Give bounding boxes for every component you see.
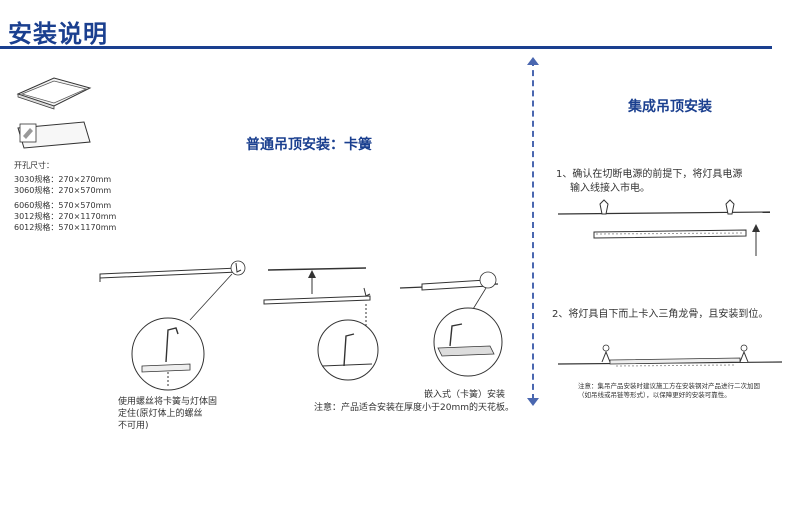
integrated-note: 注意：集吊产品安装时建议施工方在安装钢对产品进行二次加固 （如吊线或吊链等形式）… — [578, 382, 760, 400]
power-connection-diagram — [557, 199, 771, 256]
ceiling-clip-heading: 普通吊顶安装：卡簧 — [246, 137, 372, 153]
step-2: 2、将灯具自下而上卡入三角龙骨，且安装到位。 — [552, 309, 769, 320]
integrated-ceiling-heading: 集成吊顶安装 — [628, 99, 712, 115]
caption-line: 不可用) — [118, 421, 149, 431]
panel-thumbnail — [16, 77, 92, 110]
divider-arrow-up — [527, 57, 539, 65]
cutout-size-label: 开孔尺寸： — [14, 161, 54, 170]
triangle-keel-diagram — [557, 344, 783, 367]
size-spec: 6060规格：570×570mm — [14, 201, 112, 210]
page-title: 安装说明 — [8, 20, 108, 48]
size-spec: 3012规格：270×1170mm — [14, 212, 117, 221]
screw-caption: 使用螺丝将卡簧与灯体固 定住(原灯体上的螺丝 不可用) — [118, 396, 217, 432]
size-spec: 3030规格：270×270mm — [14, 175, 112, 184]
step-1: 1、确认在切断电源的前提下，将灯具电源 输入线接入市电。 — [556, 168, 742, 196]
step-1-line: 输入线接入市电。 — [570, 183, 650, 194]
step-1-line: 1、确认在切断电源的前提下，将灯具电源 — [556, 169, 743, 180]
clip-attach-diagram — [99, 260, 246, 391]
divider-arrow-down — [527, 398, 539, 406]
embedded-panel-diagram — [399, 271, 503, 377]
caption-line: 使用螺丝将卡簧与灯体固 — [118, 397, 218, 407]
embed-caption: 嵌入式（卡簧）安装 — [424, 390, 506, 400]
caption-line: 定住(原灯体上的螺丝 — [118, 409, 203, 419]
section-divider — [532, 60, 534, 400]
size-spec: 6012规格：570×1170mm — [14, 223, 117, 232]
title-underline — [0, 46, 772, 49]
note-line: （如吊线或吊链等形式），以保障更好的安装可靠性。 — [578, 391, 731, 399]
note-line: 注意：集吊产品安装时建议施工方在安装钢对产品进行二次加固 — [578, 382, 760, 390]
insert-panel-diagram — [263, 267, 379, 381]
cutout-thumbnail — [17, 121, 91, 149]
size-spec: 3060规格：270×570mm — [14, 186, 112, 195]
thickness-note: 注意：产品适合安装在厚度小于20mm的天花板。 — [314, 403, 514, 413]
